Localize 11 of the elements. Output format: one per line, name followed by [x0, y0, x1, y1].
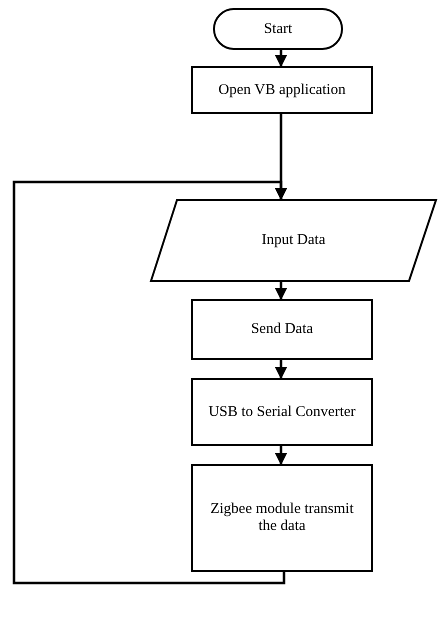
arrow [274, 282, 288, 300]
process-box: USB to Serial Converter [191, 378, 373, 446]
arrow [12, 180, 288, 584]
process-box: Zigbee module transmit the data [191, 464, 373, 572]
process-box: Open VB application [191, 66, 373, 114]
process-box: Send Data [191, 299, 373, 360]
arrow [274, 360, 288, 380]
arrow [274, 50, 288, 68]
input-parallelogram: Input Data [150, 199, 437, 282]
terminator-box: Start [213, 8, 343, 50]
arrow [274, 446, 288, 466]
